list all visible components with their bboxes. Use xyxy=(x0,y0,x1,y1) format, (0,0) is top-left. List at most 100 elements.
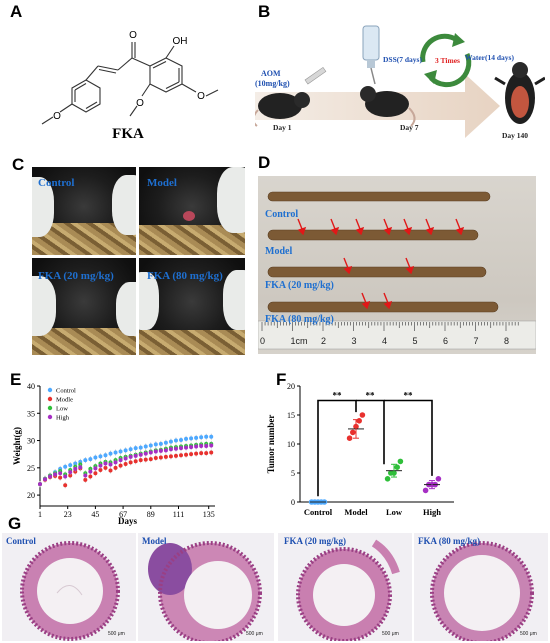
data-point xyxy=(68,470,73,475)
data-point xyxy=(435,476,442,482)
colon-samples xyxy=(258,191,536,350)
bracket-model-low xyxy=(356,399,385,465)
methoxy-o-label-1: O xyxy=(53,111,61,122)
data-point xyxy=(68,463,73,468)
aom-dose-label: (10mg/kg) xyxy=(255,79,290,88)
data-point xyxy=(204,444,209,448)
data-point xyxy=(38,482,42,487)
colon-fka20 xyxy=(267,266,487,278)
colon-label-control: Control xyxy=(265,209,299,220)
data-point xyxy=(397,458,404,465)
data-point xyxy=(133,446,138,451)
panel-label-e: E xyxy=(10,370,22,389)
panel-label-d: D xyxy=(258,153,271,172)
ruler-number: 6 xyxy=(443,336,449,346)
y-tick-label: 15 xyxy=(287,411,295,420)
data-point xyxy=(123,456,128,461)
group-low xyxy=(384,458,404,482)
mouse-day7-icon xyxy=(360,86,416,127)
data-point xyxy=(153,449,158,454)
data-point xyxy=(199,435,204,440)
syringe-icon xyxy=(304,66,327,85)
significance-stars: ** xyxy=(333,391,343,401)
data-point xyxy=(168,447,173,452)
data-point xyxy=(113,465,118,470)
histo-scale-model: 500 μm xyxy=(246,631,263,637)
data-point xyxy=(173,446,178,451)
dissected-mouse-icon xyxy=(494,62,545,124)
data-point xyxy=(133,453,138,458)
y-tick-label: 10 xyxy=(287,440,295,449)
colon-model xyxy=(267,229,479,241)
data-point xyxy=(209,434,214,439)
group-model xyxy=(346,412,366,441)
ruler-number: 3 xyxy=(351,336,357,346)
y-axis-label: Tumor number xyxy=(266,415,276,474)
data-point xyxy=(179,453,184,458)
y-tick-label: 5 xyxy=(291,469,295,478)
data-point xyxy=(118,449,123,454)
photo-control: Control xyxy=(32,167,136,255)
histo-scale-fka20: 500 μm xyxy=(382,631,399,637)
aom-label: AOM xyxy=(261,69,281,78)
panel-label-c: C xyxy=(12,155,25,174)
data-point xyxy=(138,458,143,463)
dss-label: DSS(7 days) xyxy=(383,55,422,64)
data-point xyxy=(53,472,58,477)
data-point xyxy=(148,450,153,455)
significance-brackets xyxy=(317,399,433,497)
legend-marker xyxy=(47,387,53,393)
colon-control xyxy=(267,191,491,202)
panel-label-g: G xyxy=(8,514,22,533)
data-point xyxy=(63,464,68,469)
data-point xyxy=(98,454,103,459)
data-point xyxy=(204,451,209,456)
cycle-arrow-top xyxy=(420,33,459,63)
ruler-number: 1cm xyxy=(290,336,308,346)
x-axis-label: Days xyxy=(118,516,137,526)
colon-label-fka20: FKA (20 mg/kg) xyxy=(265,280,334,291)
cycle-arrow-bottom xyxy=(429,53,472,88)
data-point xyxy=(204,434,209,439)
data-point xyxy=(184,452,189,457)
panel-label-f: F xyxy=(276,370,287,389)
group-high xyxy=(422,476,442,494)
data-point xyxy=(128,460,133,465)
series-high xyxy=(38,442,214,488)
data-point xyxy=(88,457,93,462)
data-point xyxy=(168,454,173,459)
water-label: Water(14 days) xyxy=(465,53,514,62)
oh-label: OH xyxy=(173,36,188,47)
y-tick-label: 25 xyxy=(27,464,35,473)
colon-label-model: Model xyxy=(265,246,293,257)
data-point xyxy=(118,458,123,463)
data-point xyxy=(189,436,194,441)
data-point xyxy=(189,445,194,450)
data-point xyxy=(118,463,123,468)
histo-scale-control: 500 μm xyxy=(108,631,125,637)
data-point xyxy=(103,453,108,458)
data-point xyxy=(209,450,214,455)
colon-photo: Control Model FKA (20 mg/kg) FKA (80 mg/… xyxy=(258,176,536,354)
histo-label-fka80: FKA (80 mg/kg) xyxy=(418,536,480,546)
data-point xyxy=(78,465,83,470)
x-tick-label: 135 xyxy=(203,510,215,519)
data-point xyxy=(143,444,148,449)
data-point xyxy=(43,477,48,482)
ruler-number: 0 xyxy=(260,336,266,346)
data-point xyxy=(359,412,366,418)
significance-stars: ** xyxy=(366,391,376,401)
y-tick-label: 30 xyxy=(27,437,35,446)
day1-label: Day 1 xyxy=(273,123,292,132)
x-tick-label: 45 xyxy=(91,510,99,519)
data-point xyxy=(68,473,73,478)
ruler-number: 8 xyxy=(504,336,510,346)
histo-fka80: FKA (80 mg/kg) 500 μm xyxy=(414,533,548,641)
data-point xyxy=(199,451,204,456)
group-control xyxy=(308,499,328,505)
y-tick-label: 35 xyxy=(27,409,35,418)
legend-label: High xyxy=(56,415,70,422)
data-point xyxy=(123,448,128,453)
